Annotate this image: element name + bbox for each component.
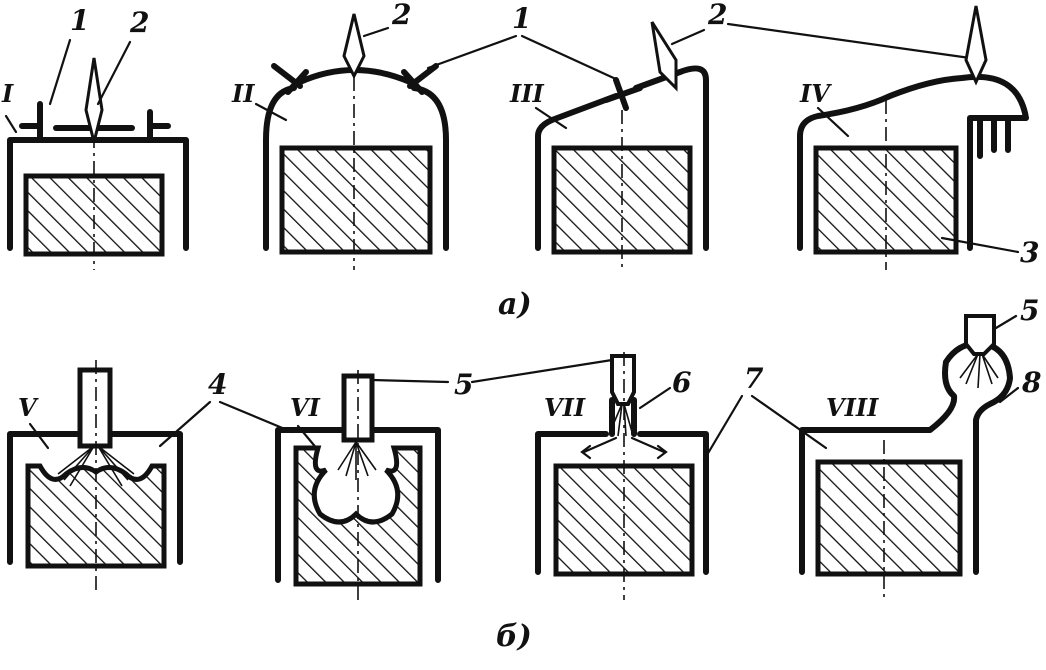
chamber-VIII: VIII 5 8 bbox=[799, 294, 1041, 600]
callout-7: 7 bbox=[744, 362, 764, 395]
valve-icon bbox=[603, 77, 643, 111]
callout-8: 8 bbox=[1021, 366, 1041, 399]
chamber-label: VIII bbox=[826, 393, 879, 422]
chamber-II: II 2 1 bbox=[231, 0, 620, 270]
chamber-label: II bbox=[231, 79, 255, 108]
chamber-I: I 1 2 bbox=[1, 4, 189, 270]
chamber-label: I bbox=[1, 79, 14, 108]
callout-4: 4 bbox=[208, 368, 227, 401]
chamber-VII: VII 6 bbox=[535, 352, 709, 600]
injector-icon bbox=[964, 314, 996, 356]
callout-5: 5 bbox=[454, 368, 473, 401]
valve-icon bbox=[147, 109, 171, 143]
chamber-V: V bbox=[7, 360, 183, 590]
valve-icon bbox=[19, 101, 43, 141]
callout-6: 6 bbox=[672, 366, 691, 399]
valve-icon bbox=[271, 63, 309, 95]
chamber-label: VI bbox=[290, 393, 321, 422]
valve-icon bbox=[401, 63, 439, 95]
injector-icon bbox=[84, 57, 104, 143]
callout-1: 1 bbox=[70, 4, 89, 37]
caption-b: б) bbox=[496, 619, 532, 654]
callout-2: 2 bbox=[707, 0, 727, 31]
chamber-IV: IV 3 bbox=[797, 5, 1039, 270]
valve-icon bbox=[977, 115, 1011, 159]
chamber-label: VII bbox=[544, 393, 586, 422]
callout-3: 3 bbox=[1020, 236, 1039, 269]
chamber-label: III bbox=[509, 79, 544, 108]
injector-icon bbox=[650, 21, 678, 92]
callout-5: 5 bbox=[1020, 294, 1039, 327]
callout-2: 2 bbox=[391, 0, 411, 31]
piston bbox=[279, 145, 433, 255]
chamber-VI: VI 5 bbox=[275, 358, 614, 600]
injector-icon bbox=[342, 13, 366, 80]
chamber-III: III 2 bbox=[509, 0, 972, 270]
callout-2: 2 bbox=[129, 6, 149, 39]
callout-1: 1 bbox=[512, 2, 531, 35]
injector-icon bbox=[77, 367, 113, 449]
injector-icon bbox=[610, 354, 636, 406]
piston bbox=[815, 459, 963, 577]
injector-icon bbox=[964, 5, 988, 86]
caption-a: a) bbox=[498, 287, 532, 322]
chamber-label: IV bbox=[799, 79, 832, 108]
chamber-label: V bbox=[18, 393, 39, 422]
